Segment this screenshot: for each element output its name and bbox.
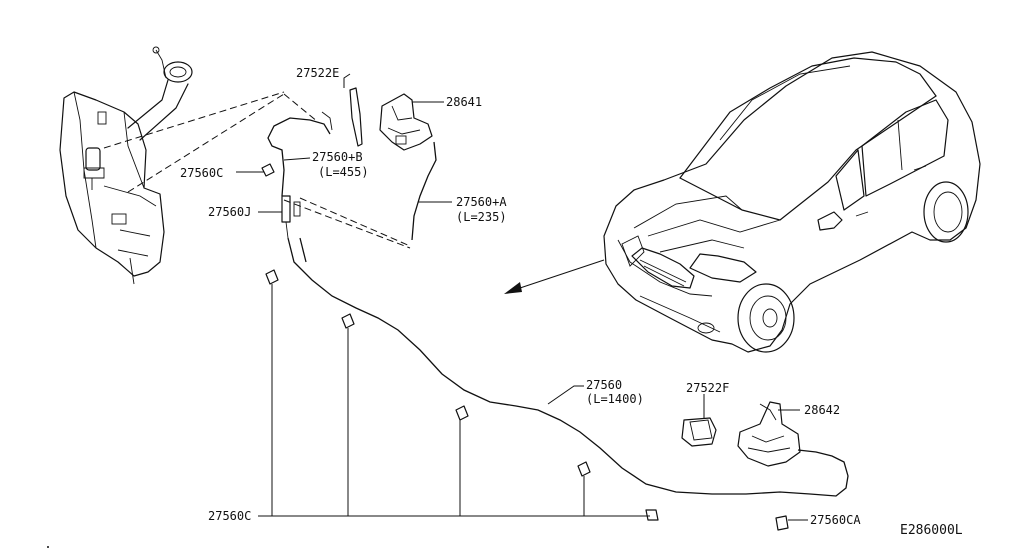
clip — [577, 461, 591, 477]
hose-27560a — [411, 141, 437, 241]
corner-dot — [47, 546, 49, 548]
label-27560-length: (L=1400) — [586, 392, 644, 406]
washer-nozzle-28641 — [379, 93, 433, 151]
label-27560: 27560 — [586, 378, 622, 392]
washer-tank — [59, 91, 165, 285]
filler-neck — [127, 46, 193, 141]
clip — [455, 405, 469, 421]
washer-pump — [83, 147, 105, 190]
clip — [645, 509, 659, 521]
clip-27560c-top — [261, 163, 275, 177]
label-27560ca: 27560CA — [810, 513, 861, 527]
washer-nozzle-28642 — [737, 401, 801, 467]
clip — [341, 313, 355, 329]
label-27560b: 27560+B — [312, 150, 363, 164]
label-27560c-top: 27560C — [180, 166, 223, 180]
label-27522f: 27522F — [686, 381, 729, 395]
hose-27560 — [287, 237, 849, 497]
label-28641: 28641 — [446, 95, 482, 109]
joint-27560j — [281, 195, 301, 239]
label-27560b-length: (L=455) — [318, 165, 369, 179]
clip — [265, 269, 279, 285]
label-27522e: 27522E — [296, 66, 339, 80]
label-27560c-bottom: 27560C — [208, 509, 251, 523]
clip-27560ca — [775, 515, 789, 531]
pointer-arrow — [504, 259, 605, 294]
deflector-27522f — [681, 417, 717, 447]
vehicle-illustration — [603, 51, 981, 353]
hose-27560b — [267, 117, 331, 197]
label-28642: 28642 — [804, 403, 840, 417]
label-27560j: 27560J — [208, 205, 251, 219]
deflector-27522e — [349, 87, 363, 147]
label-27560a: 27560+A — [456, 195, 507, 209]
label-27560a-length: (L=235) — [456, 210, 507, 224]
diagram-code: E286000L — [900, 523, 963, 538]
